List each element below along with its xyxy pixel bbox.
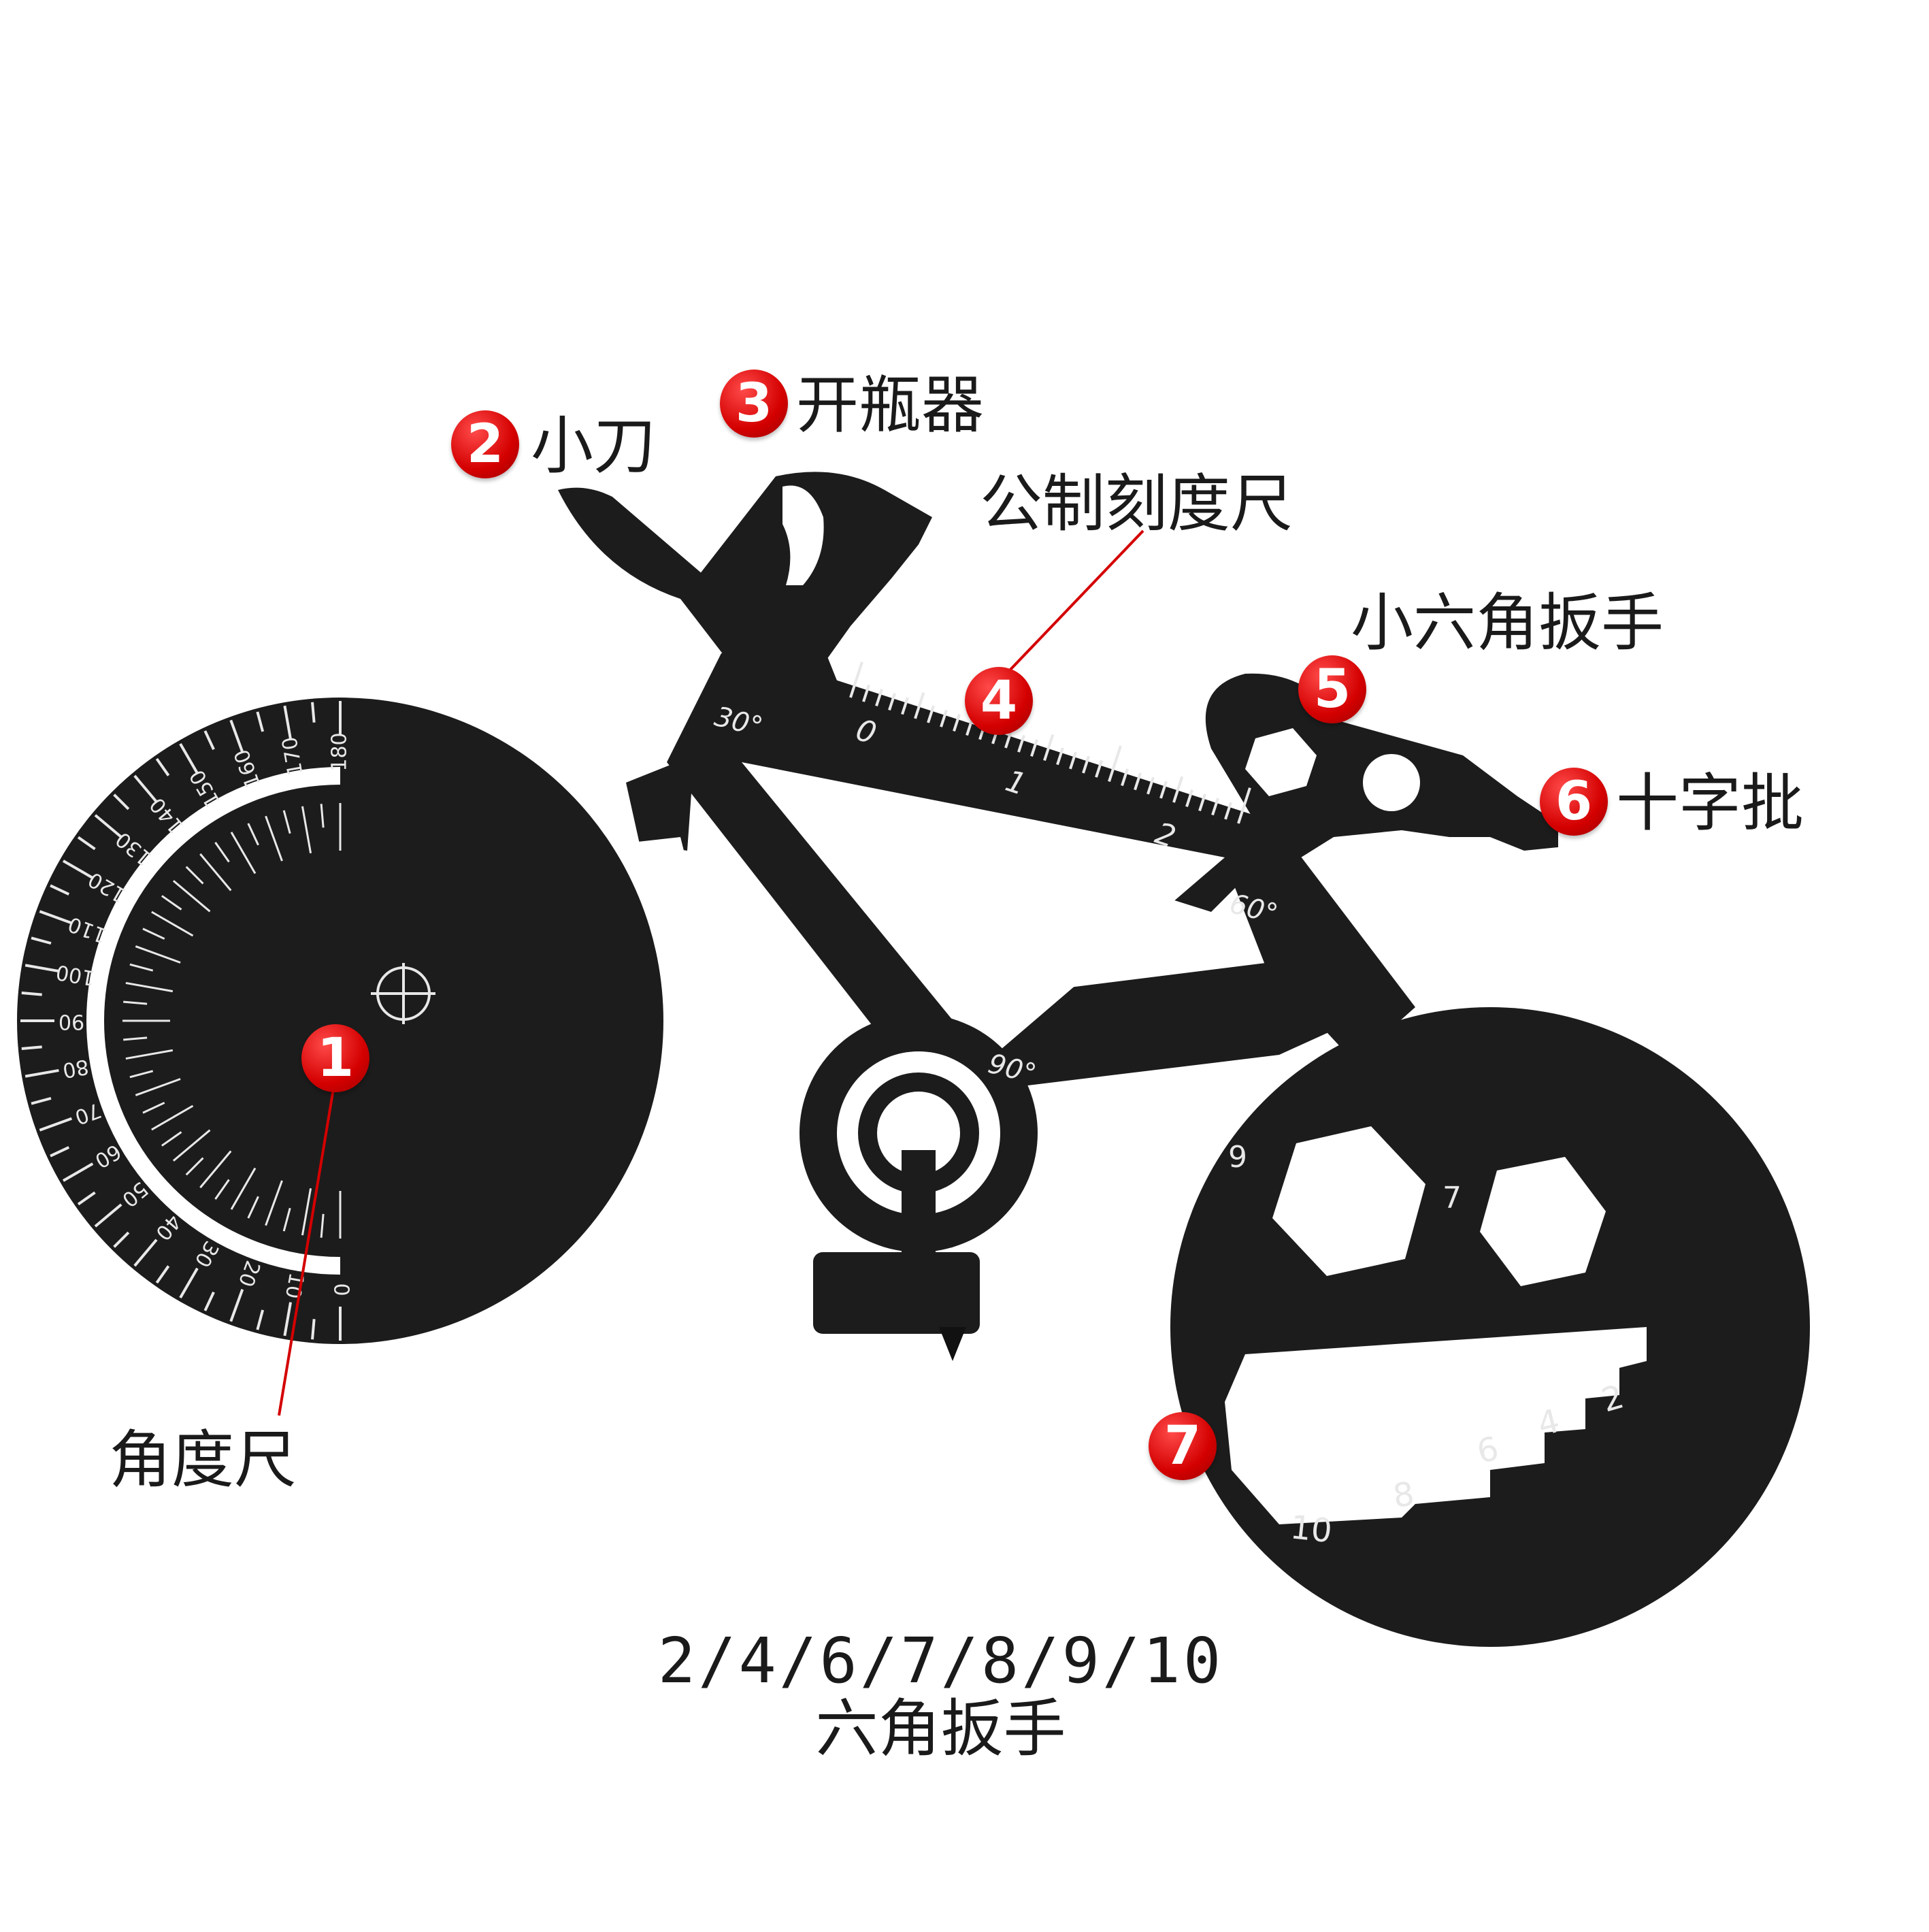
protractor-label: 10	[280, 1271, 308, 1300]
protractor-inner-scale	[122, 803, 342, 1239]
leader-line-1	[278, 1088, 335, 1416]
badge-3: 3	[720, 370, 788, 438]
callout-label-knife: 小刀	[531, 410, 657, 482]
callout-label-small-hex-wrench: 小六角扳手	[1351, 587, 1664, 659]
crank-pedal	[799, 1014, 1038, 1361]
callout-label-angle-ruler: 角度尺	[109, 1424, 297, 1496]
badge-7: 7	[1149, 1412, 1217, 1480]
badge-2: 2	[451, 410, 519, 478]
badge-5: 5	[1298, 655, 1366, 723]
callout-label-phillips-driver: 十字批	[1616, 767, 1804, 840]
leader-line-4	[992, 529, 1144, 689]
caption-hex-wrench: 六角扳手	[815, 1692, 1066, 1765]
stepped-10-label: 10	[1289, 1508, 1334, 1550]
hex-9-label: 9	[1228, 1140, 1247, 1175]
badge-1: 1	[301, 1024, 369, 1092]
handlebar-wrench	[1205, 673, 1558, 871]
frame	[558, 472, 1810, 1647]
protractor-label: 0	[329, 1283, 353, 1296]
protractor-label: 80	[61, 1054, 90, 1082]
front-wheel-disc	[1170, 1007, 1810, 1647]
bottle-opener	[680, 472, 932, 687]
knife-blade	[558, 487, 708, 616]
badge-4: 4	[965, 667, 1033, 735]
hex-7-label: 7	[1442, 1181, 1462, 1215]
protractor-half-disc	[344, 715, 521, 1218]
protractor-label: 180	[328, 732, 352, 771]
rear-wheel-disc	[17, 698, 663, 1344]
caption-hex-sizes: 2/4/6/7/8/9/10	[657, 1624, 1224, 1697]
callout-label-metric-ruler: 公制刻度尺	[980, 468, 1293, 540]
protractor-label: 90	[59, 1010, 84, 1034]
leader-lines	[278, 529, 1144, 1416]
badge-6: 6	[1540, 768, 1608, 836]
pedal	[813, 1252, 980, 1334]
callout-label-bottle-opener: 开瓶器	[796, 369, 985, 442]
